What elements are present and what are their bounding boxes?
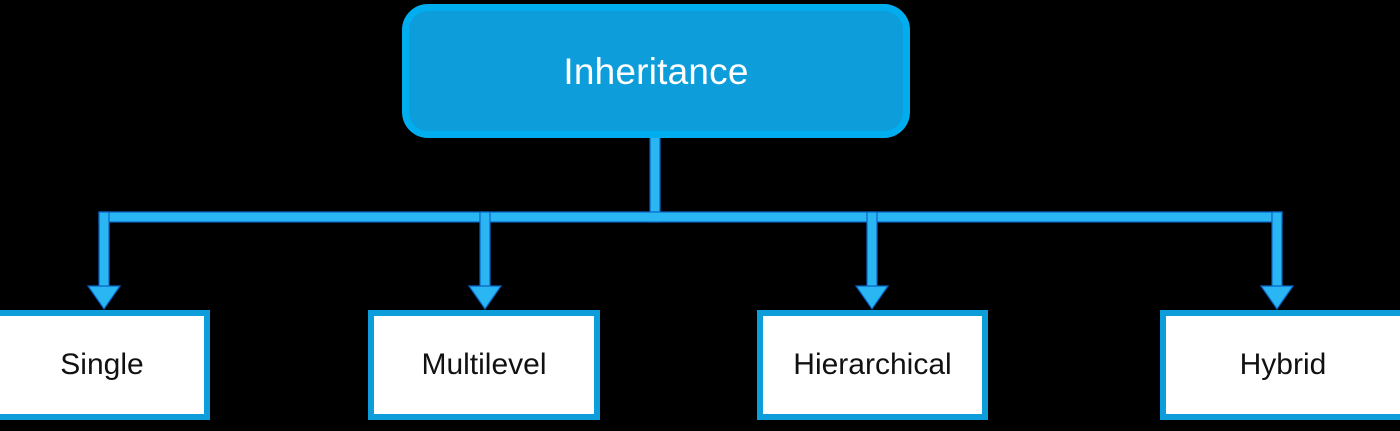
node-inheritance-root-label: Inheritance: [563, 50, 749, 92]
node-multilevel[interactable]: Multilevel: [368, 310, 600, 420]
node-single[interactable]: Single: [0, 310, 210, 420]
node-hybrid[interactable]: Hybrid: [1160, 310, 1400, 420]
node-hybrid-label: Hybrid: [1239, 348, 1327, 381]
node-hierarchical-label: Hierarchical: [793, 348, 952, 381]
connector-stem: [649, 135, 661, 223]
connector-arrow-hierarchical: [854, 211, 890, 311]
node-inheritance-root[interactable]: Inheritance: [402, 4, 910, 138]
node-multilevel-label: Multilevel: [421, 348, 547, 381]
connector-bus: [98, 211, 1283, 223]
connector-arrow-single: [86, 211, 122, 311]
node-single-label: Single: [60, 348, 144, 381]
node-hierarchical[interactable]: Hierarchical: [757, 310, 988, 420]
connector-arrow-multilevel: [467, 211, 503, 311]
connector-arrow-hybrid: [1259, 211, 1295, 311]
